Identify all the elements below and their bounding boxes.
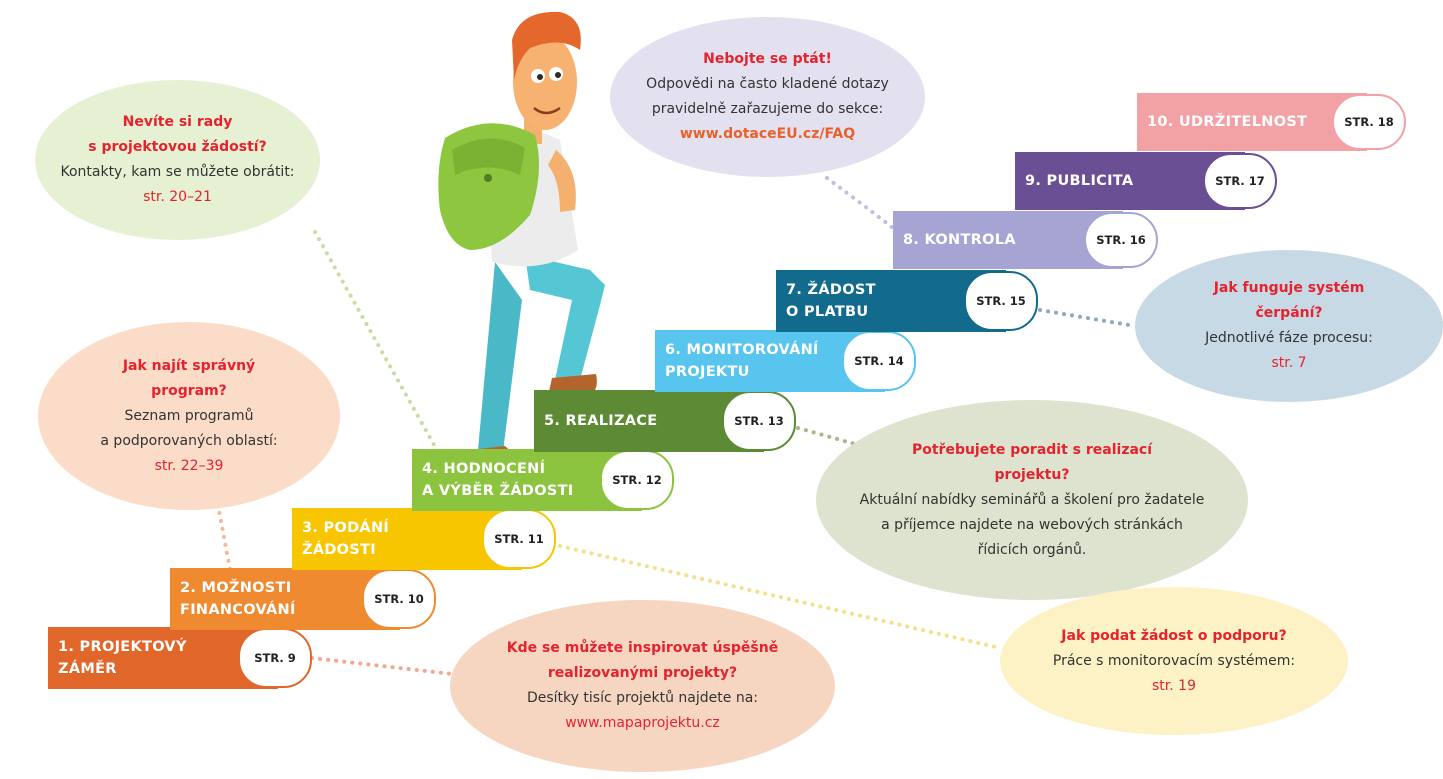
step-10-page-badge[interactable]: STR. 18: [1332, 94, 1406, 150]
bubble-program-link[interactable]: str. 22–39: [154, 457, 224, 474]
bubble-program: Jak najít správný program? Seznam progra…: [38, 322, 340, 510]
connector-rady: [313, 230, 440, 454]
bubble-cerpani-link[interactable]: str. 7: [1271, 355, 1307, 371]
bubble-cerpani: Jak funguje systém čerpání? Jednotlivé f…: [1135, 250, 1443, 402]
bubble-realizace-text: Aktuální nabídky seminářů a školení pro …: [859, 491, 1205, 558]
bubble-faq-title: Nebojte se ptát!: [703, 51, 832, 67]
step-2-page-badge[interactable]: STR. 10: [362, 569, 436, 629]
bubble-faq: Nebojte se ptát! Odpovědi na často klade…: [610, 17, 925, 177]
bubble-rady-title: Nevíte si rady s projektovou žádostí?: [88, 114, 267, 155]
bubble-rady: Nevíte si rady s projektovou žádostí? Ko…: [35, 80, 320, 240]
connector-faq: [825, 176, 895, 230]
connector-inspirace: [310, 656, 454, 676]
step-4-page-badge[interactable]: STR. 12: [600, 450, 674, 510]
bubble-zadost-title: Jak podat žádost o podporu?: [1061, 627, 1287, 644]
step-3-page-badge[interactable]: STR. 11: [482, 509, 556, 569]
bubble-faq-link[interactable]: www.dotaceEU.cz/FAQ: [679, 126, 856, 142]
bubble-rady-link[interactable]: str. 20–21: [143, 189, 212, 205]
bubble-rady-text: Kontakty, kam se můžete obrátit:: [60, 164, 295, 180]
bubble-inspirace-title: Kde se můžete inspirovat úspěšně realizo…: [506, 640, 779, 681]
bubble-faq-text: Odpovědi na často kladené dotazy pravide…: [646, 76, 889, 117]
bubble-zadost-link[interactable]: str. 19: [1152, 677, 1196, 694]
person-head: [513, 34, 577, 130]
person-hair: [512, 11, 581, 80]
bubble-inspirace-link[interactable]: www.mapaprojektu.cz: [565, 715, 720, 731]
connector-cerpani: [1038, 308, 1137, 328]
step-10[interactable]: 10. UDRŽITELNOST: [1137, 93, 1367, 151]
connector-realizace: [796, 426, 857, 446]
step-8-page-badge[interactable]: STR. 16: [1084, 212, 1158, 268]
person-front-leg: [525, 255, 605, 380]
step-6-page-badge[interactable]: STR. 14: [842, 331, 916, 391]
bubble-zadost-text: Práce s monitorovacím systémem:: [1052, 652, 1296, 669]
person-arm: [548, 150, 576, 212]
connector-zadost: [558, 544, 1002, 650]
step-5-page-badge[interactable]: STR. 13: [722, 391, 796, 451]
step-7-page-badge[interactable]: STR. 15: [964, 271, 1038, 331]
walking-person-illustration: [438, 11, 605, 469]
step-9-page-badge[interactable]: STR. 17: [1203, 153, 1277, 209]
bubble-inspirace: Kde se můžete inspirovat úspěšně realizo…: [450, 600, 835, 772]
bubble-realizace-title: Potřebujete poradit s realizací projektu…: [911, 441, 1153, 483]
bubble-zadost: Jak podat žádost o podporu? Práce s moni…: [1000, 587, 1348, 735]
bubble-program-text: Seznam programů a podporovaných oblastí:: [100, 407, 278, 449]
step-1-page-badge[interactable]: STR. 9: [238, 628, 312, 688]
bubble-cerpani-text: Jednotlivé fáze procesu:: [1205, 330, 1373, 346]
connector-program: [216, 503, 234, 582]
person-mouth: [533, 106, 561, 115]
bubble-inspirace-text: Desítky tisíc projektů najdete na:: [526, 690, 758, 706]
bubble-realizace: Potřebujete poradit s realizací projektu…: [816, 400, 1248, 600]
person-back-leg: [478, 262, 522, 452]
bubble-cerpani-title: Jak funguje systém čerpání?: [1213, 280, 1365, 321]
bubble-program-title: Jak najít správný program?: [122, 357, 256, 399]
